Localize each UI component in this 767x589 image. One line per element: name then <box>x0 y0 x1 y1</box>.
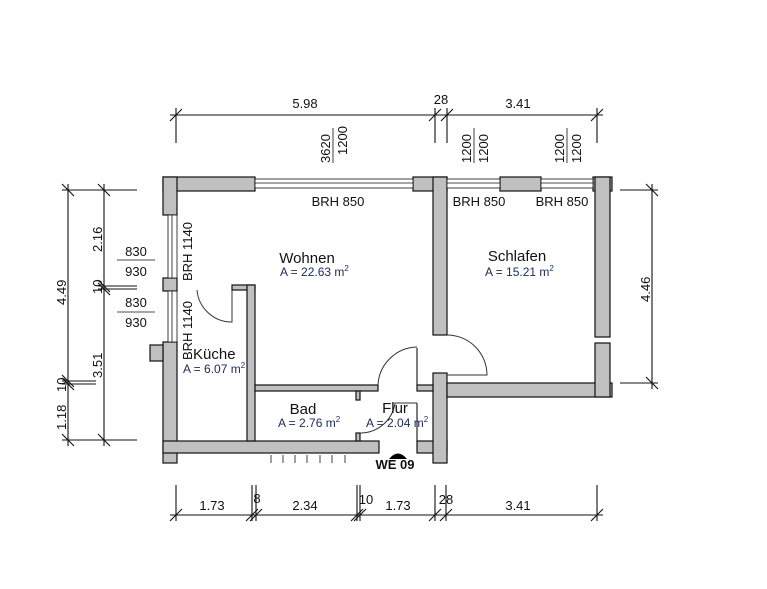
window-size: 1200 <box>459 134 474 163</box>
dimension-label: 5.98 <box>292 96 317 111</box>
brh-label: BRH 1140 <box>180 222 195 281</box>
window-size: 1200 <box>335 126 350 155</box>
brh-label: BRH 850 <box>536 194 589 209</box>
dimension-label: 3.51 <box>90 353 105 378</box>
dimension-label: 1.73 <box>385 498 410 513</box>
brh-label: BRH 850 <box>453 194 506 209</box>
room-area-schlafen: A = 15.21 m2 <box>485 264 554 279</box>
window-size: 930 <box>125 315 147 330</box>
brh-label: BRH 1140 <box>180 301 195 360</box>
doors <box>196 289 488 459</box>
room-name-schlafen: Schlafen <box>488 248 546 265</box>
dimension-label: 4.46 <box>638 277 653 302</box>
window-size: 830 <box>125 244 147 259</box>
entrance-marker-icon <box>389 453 407 459</box>
dimension-left: 4.49 10 1.18 2.16 10 3.51 <box>54 183 137 447</box>
window-size: 1200 <box>569 134 584 163</box>
window-size: 830 <box>125 295 147 310</box>
dimension-label: 10 <box>359 492 373 507</box>
room-area-flur: A = 2.04 m2 <box>366 415 429 430</box>
dimension-label: 28 <box>434 92 448 107</box>
dimension-label: 3.41 <box>505 498 530 513</box>
room-name-bad: Bad <box>290 401 317 418</box>
brh-label: BRH 850 <box>312 194 365 209</box>
room-area-bad: A = 2.76 m2 <box>278 415 341 430</box>
unit-label: WE 09 <box>375 457 414 472</box>
dimension-label: 4.49 <box>54 280 69 305</box>
dimension-label: 28 <box>439 492 453 507</box>
window-size: 1200 <box>476 134 491 163</box>
hall-door-arc <box>377 346 418 386</box>
balcony-ticks <box>270 455 346 463</box>
window-size: 930 <box>125 264 147 279</box>
dimension-label: 1.73 <box>199 498 224 513</box>
walls <box>149 176 613 464</box>
dimension-label: 10 <box>54 378 69 392</box>
dimension-top: 5.98 28 3.41 <box>169 92 604 143</box>
kitchen-door-arc <box>196 289 233 323</box>
window-size: 1200 <box>552 134 567 163</box>
room-area-kueche: A = 6.07 m2 <box>183 361 246 376</box>
dimension-label: 3.41 <box>505 96 530 111</box>
dimension-label: 10 <box>90 280 105 294</box>
room-name-wohnen: Wohnen <box>279 250 335 267</box>
window-size: 3620 <box>318 134 333 163</box>
windows <box>167 178 594 343</box>
dimension-bottom: 1.73 8 2.34 10 1.73 28 3.41 <box>169 485 604 522</box>
dimension-label: 2.16 <box>90 227 105 252</box>
room-name-kueche: Küche <box>193 346 236 363</box>
bedroom-door-arc <box>446 334 488 376</box>
dimension-label: 1.18 <box>54 405 69 430</box>
dimension-label: 8 <box>253 491 260 506</box>
dimension-label: 2.34 <box>292 498 317 513</box>
room-area-wohnen: A = 22.63 m2 <box>280 264 349 279</box>
room-name-flur: Flur <box>382 400 408 417</box>
dimension-right: 4.46 <box>620 183 659 390</box>
bath-door-arc <box>359 402 417 434</box>
